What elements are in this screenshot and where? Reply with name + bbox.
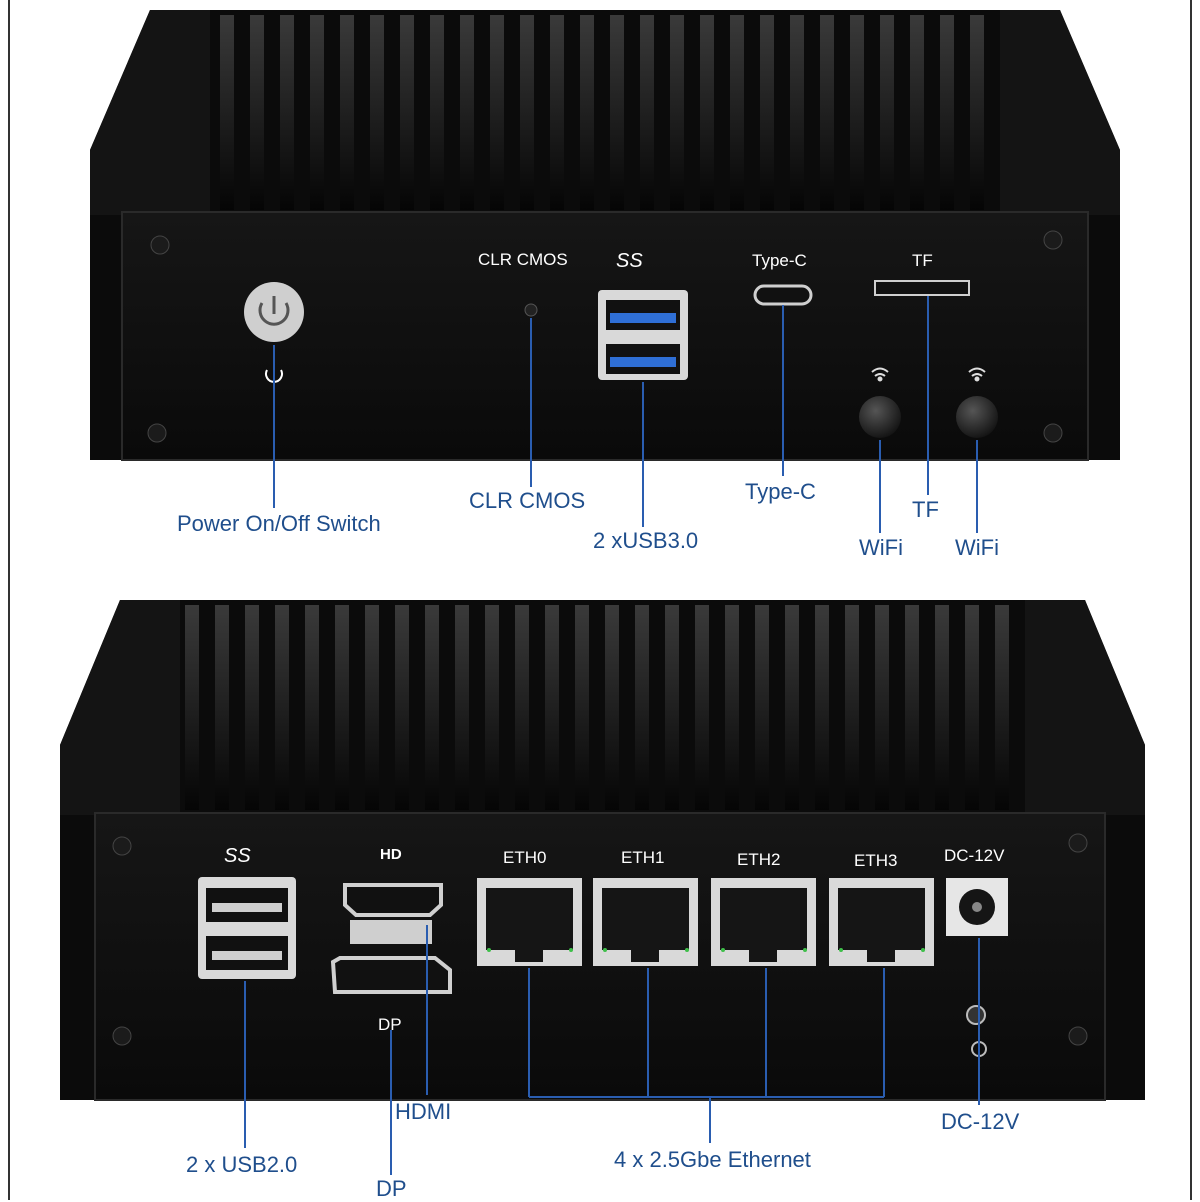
dc-power-jack[interactable] <box>946 878 1008 936</box>
rear-eth1-print: ETH1 <box>621 848 665 867</box>
callout-dp: DP <box>376 1176 407 1201</box>
rear-heatsink-fins <box>185 605 1039 810</box>
rear-eth3-print: ETH3 <box>854 851 898 870</box>
callout-power-switch: Power On/Off Switch <box>177 511 381 536</box>
front-callout-lines <box>273 296 978 533</box>
rear-dc-print: DC-12V <box>944 846 1005 865</box>
ethernet-port-0[interactable] <box>477 878 582 966</box>
callout-usb3: 2 xUSB3.0 <box>593 528 699 553</box>
displayport-port[interactable] <box>330 956 452 994</box>
rear-dp-print: DP <box>378 1015 402 1034</box>
callout-type-c: Type-C <box>745 479 816 504</box>
rear-hd-print: HD <box>380 846 402 863</box>
usb2-ports[interactable] <box>198 877 296 979</box>
tf-card-slot[interactable] <box>874 280 970 296</box>
callout-tf: TF <box>912 497 939 522</box>
callout-usb2: 2 x USB2.0 <box>186 1152 298 1177</box>
wifi-antenna-left <box>859 396 901 438</box>
type-c-port[interactable] <box>753 284 813 306</box>
hdmi-port[interactable] <box>343 883 443 917</box>
ethernet-port-3[interactable] <box>829 878 934 966</box>
front-type-c-print: Type-C <box>752 251 807 270</box>
callout-clr-cmos: CLR CMOS <box>469 488 586 513</box>
front-chassis <box>90 10 1120 461</box>
rear-eth2-print: ETH2 <box>737 850 781 869</box>
callout-wifi-left: WiFi <box>859 535 903 560</box>
wifi-icon <box>871 367 986 382</box>
callout-wifi-right: WiFi <box>955 535 999 560</box>
callout-dc: DC-12V <box>941 1109 1020 1134</box>
ethernet-port-1[interactable] <box>593 878 698 966</box>
rear-eth0-print: ETH0 <box>503 848 547 867</box>
clr-cmos-hole[interactable] <box>524 303 538 317</box>
hdmi-latch <box>350 920 432 944</box>
front-clr-cmos-print: CLR CMOS <box>478 250 568 269</box>
image-frame <box>8 0 1192 1200</box>
callout-ethernet: 4 x 2.5Gbe Ethernet <box>614 1147 811 1172</box>
front-usb-ss-print: SS <box>616 250 643 272</box>
front-tf-print: TF <box>912 251 933 270</box>
ethernet-led-icons <box>487 948 925 952</box>
usb3-ports[interactable] <box>598 290 688 380</box>
power-button[interactable] <box>244 282 304 342</box>
rear-usb-ss-print: SS <box>224 845 251 867</box>
wifi-antenna-right <box>956 396 998 438</box>
rear-chassis <box>60 600 1145 1101</box>
callout-hdmi: HDMI <box>395 1099 452 1124</box>
ethernet-port-2[interactable] <box>711 878 816 966</box>
rear-callout-lines <box>244 925 980 1175</box>
